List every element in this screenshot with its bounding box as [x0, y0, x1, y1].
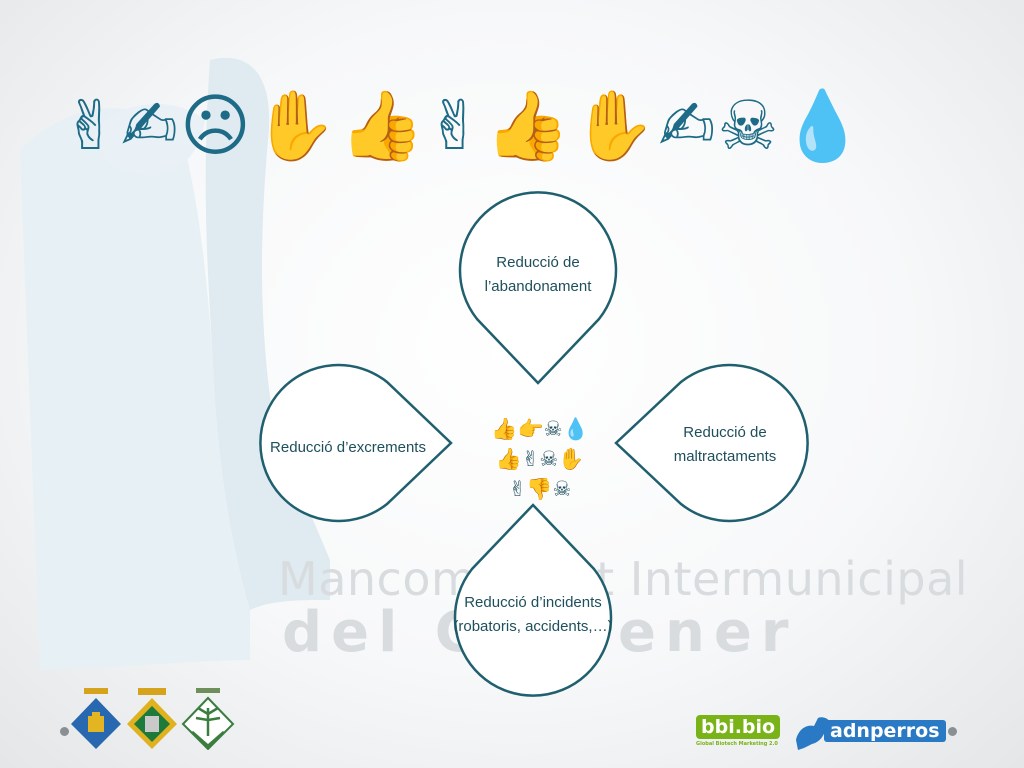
center-symbols: 👍👉☠💧 👍✌☠✋ ✌👎☠: [490, 414, 590, 504]
petal-top-line-2: l’abandonament: [484, 278, 592, 295]
watermark-line-1: Mancomunitat Intermunicipal: [278, 552, 969, 606]
petal-right-line-1: Reducció de: [683, 424, 767, 441]
center-line-2: 👍✌☠✋: [495, 447, 585, 471]
bbi-bio-logo: bbi.bio Global Biotech Marketing 2.0: [696, 715, 781, 747]
bbi-bio-tagline: Global Biotech Marketing 2.0: [696, 741, 778, 747]
petal-left: [259, 363, 453, 523]
petal-top-line-1: Reducció de: [496, 254, 580, 271]
petal-label-top: Reducció de l’abandonament: [458, 251, 618, 299]
petal-bottom-line-1: Reducció d’incidents: [464, 594, 602, 611]
crest-1-icon: [71, 688, 121, 749]
petal-bottom: [453, 503, 613, 697]
center-line-1: 👍👉☠💧: [491, 417, 589, 441]
slide-title: ✌✍☹✋👍✌👍✋✍☠💧: [62, 87, 868, 166]
bbi-bio-name: bbi.bio: [696, 715, 781, 739]
petal-label-bottom: Reducció d’incidents (robatoris, acciden…: [448, 591, 618, 639]
adnperros-logo: adnperros: [790, 710, 950, 754]
footer-dot-left: [60, 727, 69, 736]
petal-right-line-2: maltractaments: [673, 448, 777, 465]
petal-label-left: Reducció d’excrements: [268, 436, 428, 460]
center-line-3: ✌👎☠: [508, 477, 572, 501]
petal-label-right: Reducció de maltractaments: [645, 421, 805, 469]
petal-bottom-line-2: (robatoris, accidents,…): [453, 618, 613, 635]
petal-right: [614, 363, 809, 523]
adnperros-name: adnperros: [824, 720, 946, 742]
petal-left-line-1: Reducció d’excrements: [270, 439, 426, 456]
crest-2-icon: [127, 688, 177, 749]
petal-top: [458, 191, 618, 385]
footer-dot-right: [948, 727, 957, 736]
crest-3-icon: [181, 688, 235, 750]
